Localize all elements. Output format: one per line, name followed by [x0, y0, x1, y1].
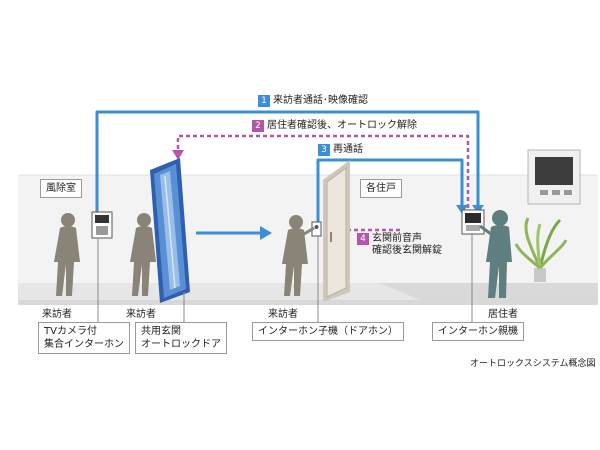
tv-intercom-label-line2: 集合インターホン [44, 339, 124, 350]
shared-entrance-label: 共用玄関 オートロックドア [135, 322, 227, 354]
shared-entrance-label-line2: オートロックドア [141, 339, 221, 350]
step-4-label: 4 玄関前音声 確認後玄関解錠 [357, 233, 445, 257]
step-2-label: 2 居住者確認後、オートロック解除 [252, 120, 420, 132]
step-3-label: 3 再通話 [318, 144, 366, 156]
room-label-vestibule: 風除室 [40, 179, 82, 198]
arrow-step-3 [316, 158, 464, 224]
tv-intercom-label-line1: TVカメラ付 [44, 326, 97, 337]
master-intercom-label: インターホン親機 [432, 322, 524, 341]
potted-plant [514, 217, 568, 282]
visitor-figure-3 [282, 215, 315, 296]
tv-intercom-panel [91, 211, 113, 239]
auto-lock-door [150, 158, 190, 303]
step-3-number: 3 [318, 144, 330, 156]
visitor-label-3: 来訪者 [268, 309, 298, 320]
step-3-text: 再通話 [333, 144, 363, 155]
master-intercom [461, 209, 485, 235]
tv-intercom-label: TVカメラ付 集合インターホン [38, 322, 130, 354]
step-2-text: 居住者確認後、オートロック解除 [267, 120, 417, 131]
step-2-number: 2 [252, 120, 264, 132]
walk-arrow-head [260, 226, 272, 240]
unit-door [323, 160, 350, 302]
step-4-text-line2: 確認後玄関解錠 [372, 245, 442, 256]
door-intercom-label: インターホン子機（ドアホン） [252, 322, 404, 341]
step-4-text: 玄関前音声 [372, 233, 422, 244]
visitor-label-2: 来訪者 [126, 309, 156, 320]
label-pointer-lines [97, 234, 473, 322]
visitor-figure-2 [130, 213, 156, 296]
master-intercom-zoom [527, 149, 581, 205]
step-4-number: 4 [357, 233, 369, 245]
arrow-head-step-2 [172, 150, 184, 160]
step-1-number: 1 [258, 95, 270, 107]
shared-entrance-label-line1: 共用玄関 [141, 326, 181, 337]
step-1-text: 来訪者通話･映像確認 [273, 95, 368, 106]
diagram-caption: オートロックスシステム概念図 [470, 359, 596, 369]
visitor-label-1: 来訪者 [42, 309, 72, 320]
room-label-unit: 各住戸 [360, 179, 402, 198]
visitor-figure-1 [54, 213, 80, 296]
arrow-step-2 [176, 134, 470, 208]
resident-figure [479, 210, 512, 298]
resident-label: 居住者 [488, 309, 518, 320]
arrow-step-1 [95, 110, 480, 214]
building-background [18, 174, 598, 305]
step-1-label: 1 来訪者通話･映像確認 [258, 95, 371, 107]
